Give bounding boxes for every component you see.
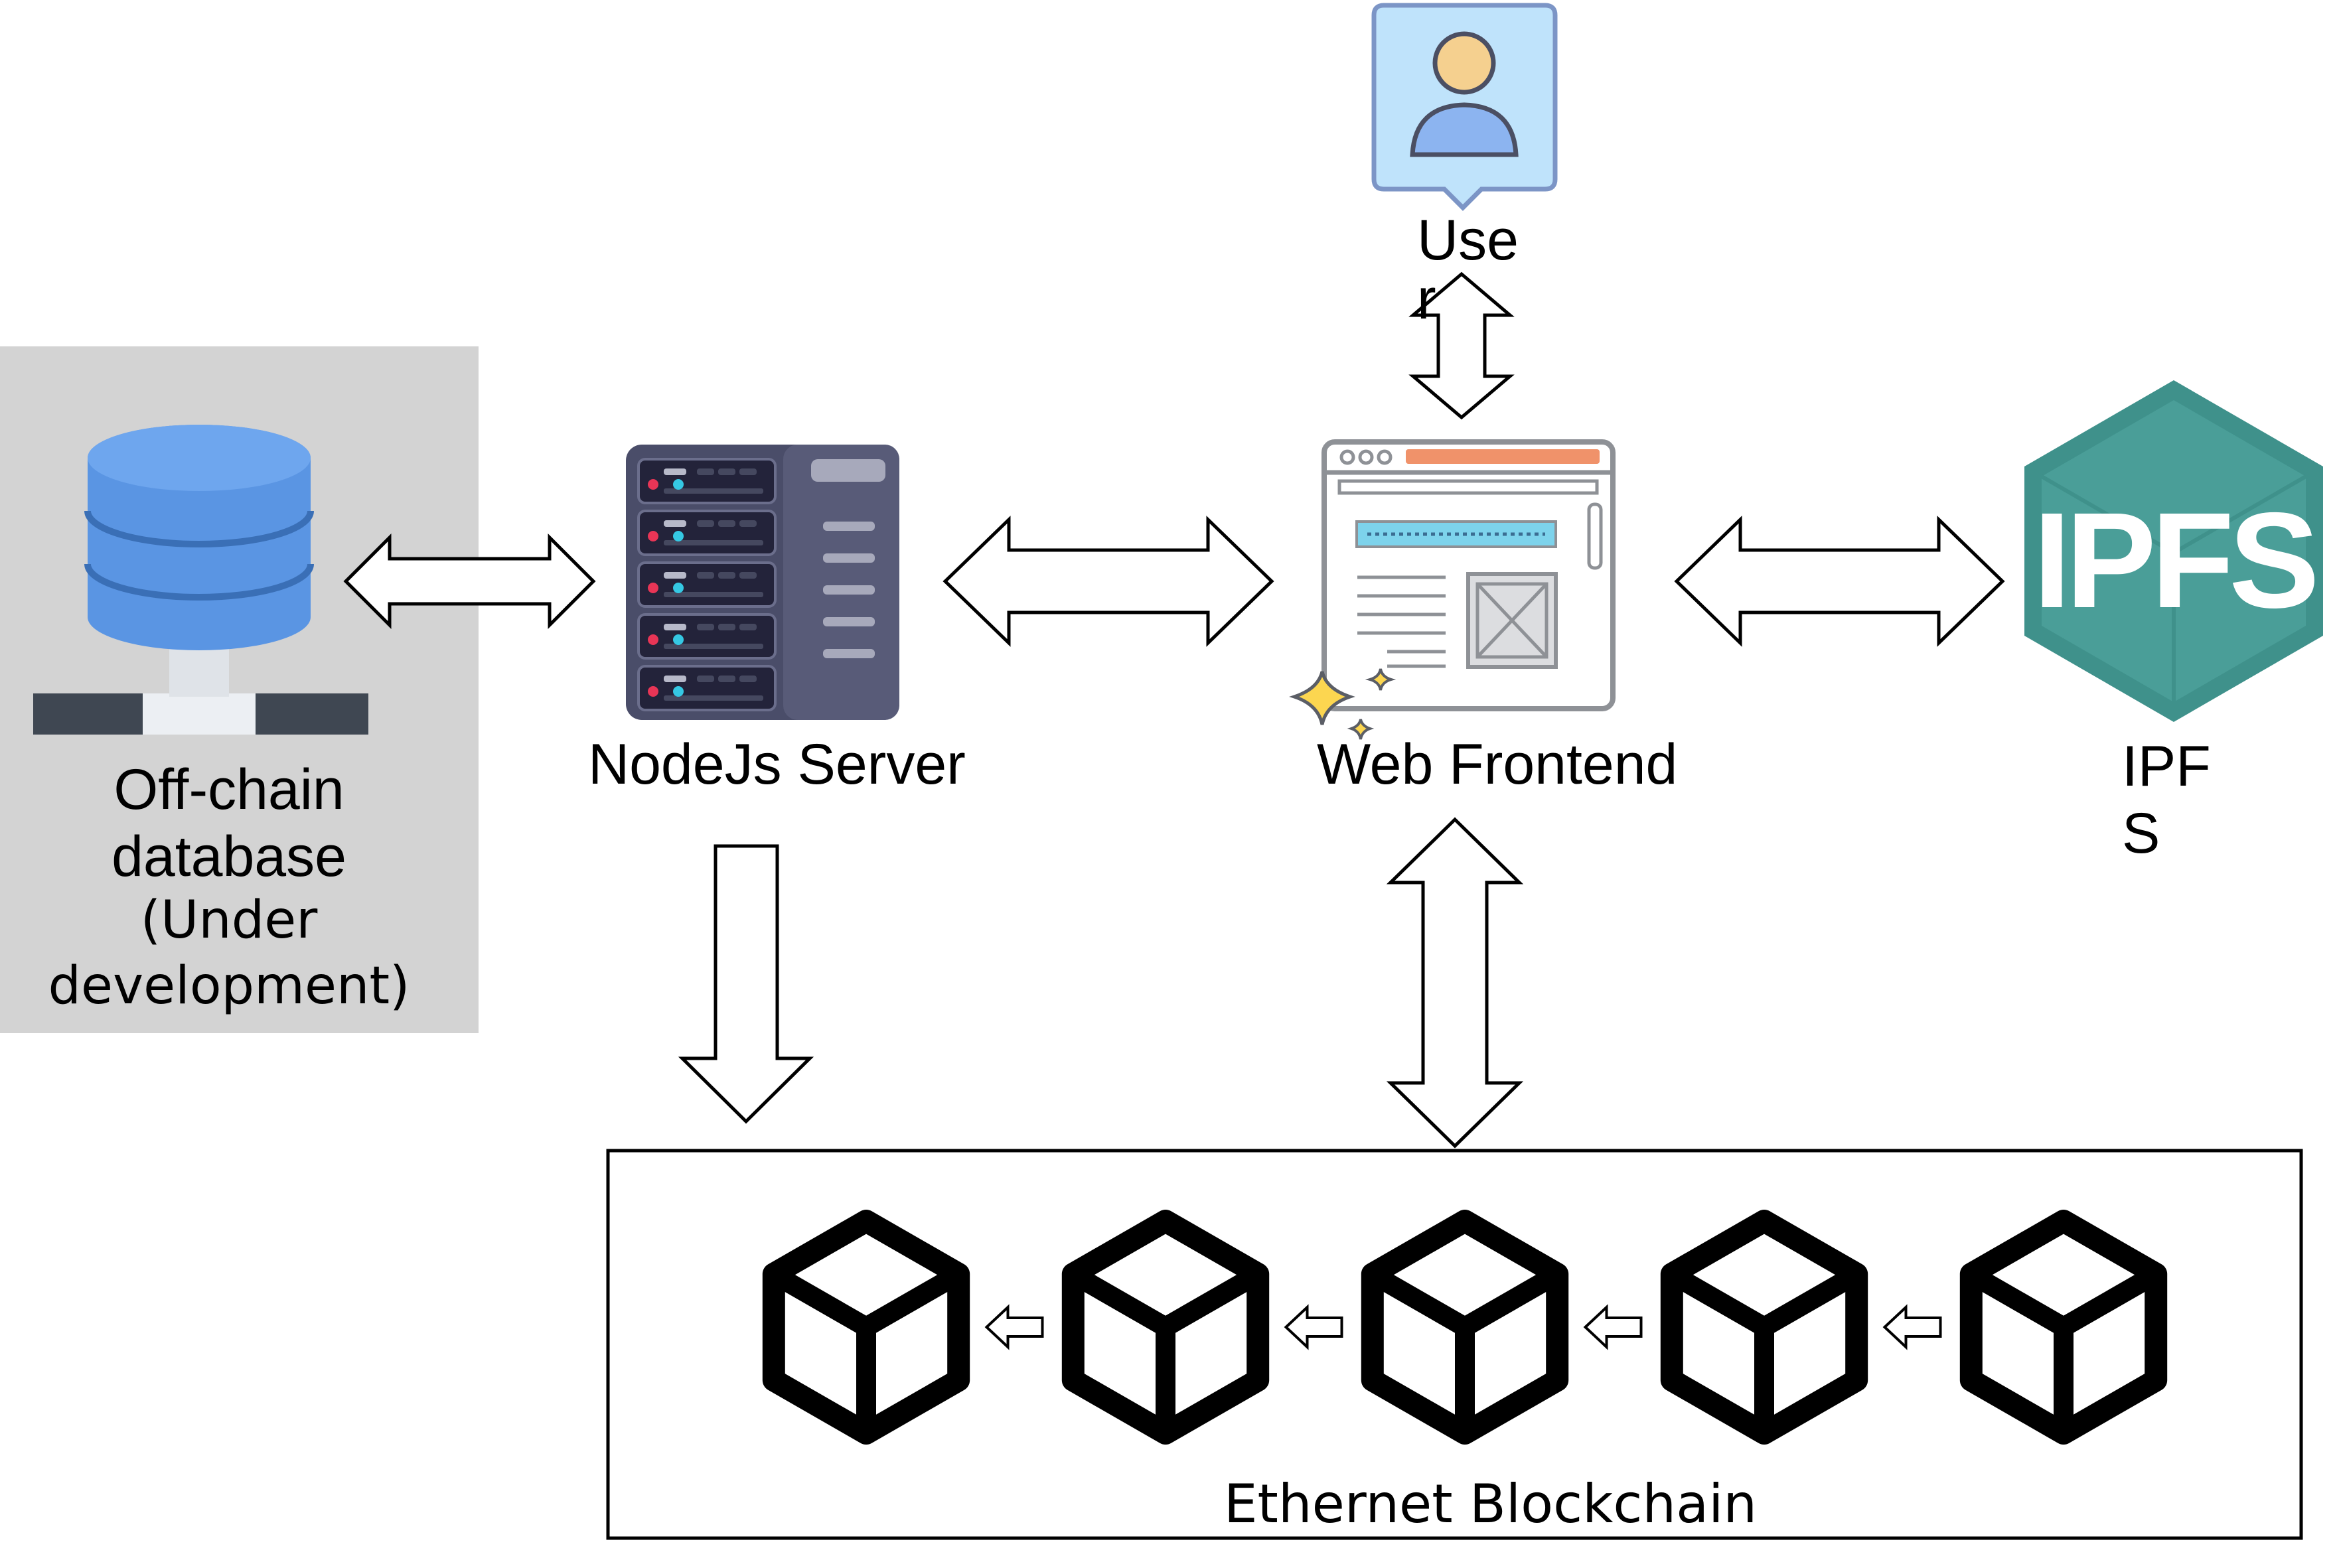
database-icon: [33, 425, 368, 735]
server-slot: [637, 458, 777, 504]
block-link-arrow: [1882, 1304, 1942, 1350]
arrow-frontend-ipfs: [1674, 516, 2005, 647]
server-slot: [637, 561, 777, 608]
user-icon: [1371, 3, 1558, 211]
user-label: Use r: [1417, 208, 1519, 332]
arrow-frontend-blockchain: [1386, 817, 1524, 1149]
block-link-arrow: [984, 1304, 1044, 1350]
arrow-db-server: [343, 533, 596, 630]
server-slot: [637, 613, 777, 660]
frontend-label: Web Frontend: [1317, 733, 1678, 796]
arrow-user-frontend: [1408, 271, 1515, 420]
block-link-arrow: [1284, 1304, 1343, 1350]
blockchain-label: Ethernet Blockchain: [1224, 1473, 1758, 1535]
database-label: Off-chain database: [112, 758, 346, 889]
block-cube-icon: [1361, 1210, 1569, 1445]
arrow-server-frontend: [943, 516, 1274, 647]
server-slots: [637, 458, 777, 711]
ipfs-label: IPF S: [2122, 735, 2211, 866]
ipfs-logo-text: IPFS: [2033, 484, 2314, 636]
arrow-server-blockchain: [678, 844, 814, 1124]
block-cube-icon: [1660, 1210, 1868, 1445]
database-note: (Under development): [48, 891, 410, 1017]
server-slot: [637, 510, 777, 556]
blockchain-container: [606, 1149, 2303, 1540]
block-link-arrow: [1583, 1304, 1643, 1350]
browser-window-icon: [1321, 439, 1616, 711]
block-cube-icon: [1959, 1210, 2168, 1445]
server-slot: [637, 665, 777, 711]
server-label: NodeJs Server: [588, 733, 966, 796]
block-cube-icon: [762, 1210, 970, 1445]
ipfs-logo: IPFS: [2024, 380, 2323, 722]
block-cube-icon: [1061, 1210, 1270, 1445]
block-cubes: [762, 1210, 2168, 1445]
block-arrows: [984, 1304, 1942, 1350]
sparkle-icon: [1289, 668, 1396, 740]
